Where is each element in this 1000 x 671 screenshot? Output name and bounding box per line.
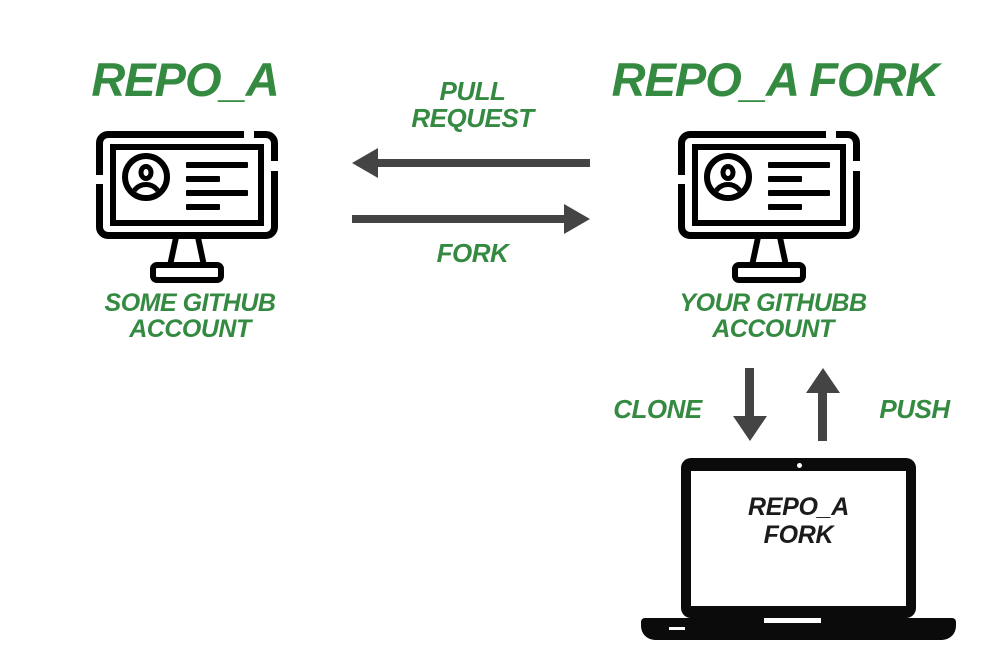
repo-a-monitor-icon bbox=[94, 129, 286, 283]
screen-text-line bbox=[186, 190, 248, 196]
pull-request-label: PULL REQUEST bbox=[411, 76, 534, 134]
repo-a-title: REPO_A bbox=[91, 53, 279, 106]
fork-label: FORK bbox=[436, 238, 509, 268]
laptop-trackpad-notch bbox=[764, 618, 821, 623]
screen-text-line bbox=[186, 176, 220, 182]
repo-a-fork-monitor-icon bbox=[676, 129, 868, 283]
arrow-head-down-icon bbox=[733, 416, 767, 441]
arrow-shaft bbox=[745, 368, 754, 418]
user-avatar-icon bbox=[704, 153, 752, 201]
screen-text-line bbox=[768, 190, 830, 196]
laptop-screen bbox=[691, 471, 906, 606]
monitor-frame-gap-left bbox=[94, 175, 103, 184]
pull-request-arrow bbox=[352, 148, 590, 178]
monitor-frame bbox=[678, 131, 860, 239]
push-label: PUSH bbox=[879, 394, 950, 424]
avatar-head bbox=[720, 164, 736, 181]
laptop-base-dash bbox=[669, 627, 685, 630]
laptop-screen-text: REPO_A FORK bbox=[747, 493, 849, 549]
screen-text-line bbox=[768, 176, 802, 182]
arrow-head-left-icon bbox=[352, 148, 378, 178]
monitor-stand-neck bbox=[746, 238, 792, 264]
fork-arrow bbox=[352, 204, 590, 234]
monitor-frame-gap-right bbox=[852, 161, 862, 171]
screen-text-line bbox=[768, 204, 802, 210]
monitor-frame-gap-right bbox=[270, 161, 280, 171]
monitor-stand-neck bbox=[164, 238, 210, 264]
user-avatar-icon bbox=[122, 153, 170, 201]
arrow-shaft bbox=[818, 391, 827, 441]
repo-a-caption: SOME GITHUB ACCOUNT bbox=[104, 289, 276, 344]
local-laptop-icon: REPO_A FORK bbox=[641, 458, 956, 640]
repo-a-fork-title: REPO_A FORK bbox=[611, 53, 940, 106]
screen-text-line bbox=[768, 162, 830, 168]
laptop-base bbox=[641, 618, 956, 640]
monitor-frame-gap-left bbox=[676, 175, 685, 184]
arrow-head-up-icon bbox=[806, 368, 840, 393]
monitor-frame-gap-top bbox=[826, 129, 836, 138]
screen-text-line bbox=[186, 162, 248, 168]
repo-a-fork-caption: YOUR GITHUBB ACCOUNT bbox=[679, 289, 867, 344]
clone-label: CLONE bbox=[613, 394, 702, 424]
monitor-frame bbox=[96, 131, 278, 239]
screen-text-line bbox=[186, 204, 220, 210]
arrow-shaft bbox=[376, 159, 590, 167]
monitor-stand-base bbox=[732, 262, 806, 283]
arrow-head-right-icon bbox=[564, 204, 590, 234]
monitor-stand-base bbox=[150, 262, 224, 283]
avatar-head bbox=[138, 164, 154, 181]
clone-arrow bbox=[733, 368, 767, 441]
monitor-frame-gap-top bbox=[244, 129, 254, 138]
laptop-camera-icon bbox=[797, 463, 802, 468]
push-arrow bbox=[806, 368, 840, 441]
arrow-shaft bbox=[352, 215, 566, 223]
